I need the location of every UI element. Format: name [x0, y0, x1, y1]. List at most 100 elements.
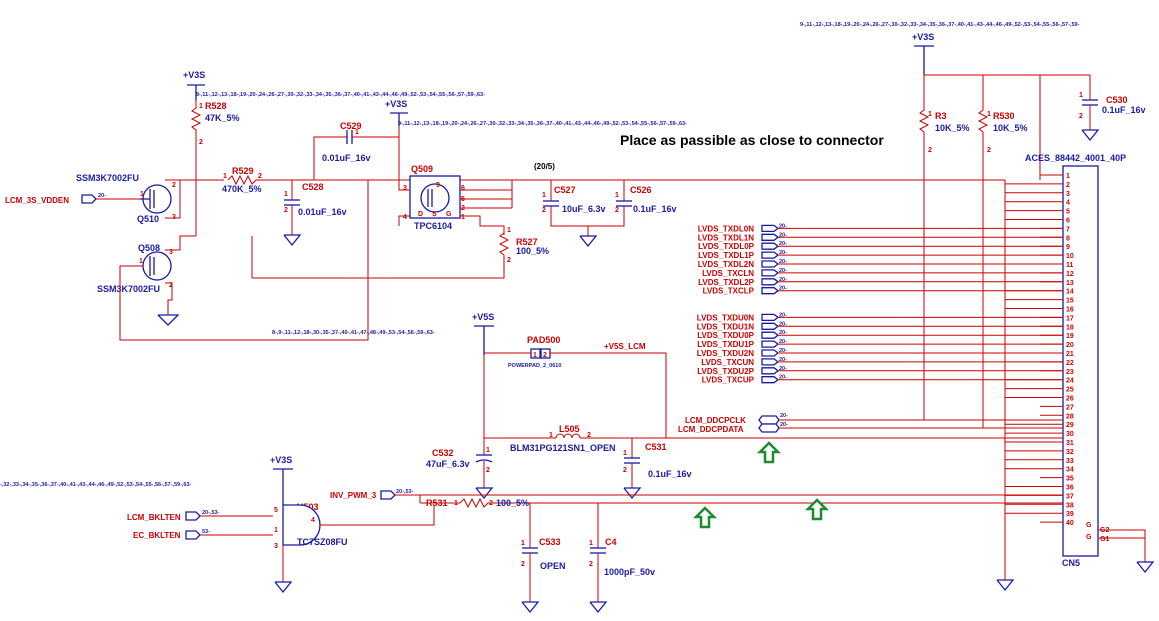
cn5-pin-number: 14	[1066, 289, 1074, 296]
cn5-pin: 35	[1040, 476, 1074, 483]
svg-text:1: 1	[987, 111, 991, 118]
svg-text:2: 2	[486, 467, 490, 474]
offpage-ref: 20-	[779, 277, 787, 283]
c529-capacitor: C529 1 0.01uF_16v	[313, 121, 400, 180]
l505-inductor: L505 1 2 BLM31PG121SN1_OPEN	[510, 424, 616, 453]
lvds-signal-label: LVDS_TXCUN	[701, 358, 754, 367]
lcm-ddcpclk-port: LCM_DDCPCLK 20-	[685, 413, 1063, 425]
cn5-pin: 1	[1040, 173, 1070, 180]
r529-resistor: R529 1 2 470K_5%	[222, 166, 262, 194]
cn5-pin: 12	[1040, 271, 1074, 278]
u503-and-gate: U503 5 1 3 4 TC7SZ08FU	[274, 502, 435, 594]
offpage-ref: 20-	[779, 312, 787, 318]
svg-text:1: 1	[1079, 92, 1083, 99]
cn5-pin-number: 18	[1066, 324, 1074, 331]
lvds-signal-label: LVDS_TXDU1N	[697, 322, 754, 331]
cn5-pin-number: 11	[1066, 262, 1074, 269]
svg-text:1: 1	[355, 129, 359, 136]
svg-text:1: 1	[140, 191, 144, 198]
svg-text:100_5%: 100_5%	[516, 246, 549, 256]
c4-capacitor: 1 2 C4 1000pF_50v	[589, 503, 655, 614]
lvds-signal-label: LVDS_TXDU1P	[697, 340, 754, 349]
cn5-pin: 20	[1040, 342, 1074, 349]
svg-text:47uF_6.3v: 47uF_6.3v	[426, 459, 470, 469]
cn5-pin-number: 36	[1066, 485, 1074, 492]
svg-text:1000pF_50v: 1000pF_50v	[604, 567, 655, 577]
svg-text:G: G	[1086, 522, 1092, 529]
cn5-pin-number: 5	[1066, 209, 1070, 216]
lcm-3s-vdden-port: LCM_3S_VDDEN 20-	[5, 193, 140, 205]
svg-text:C526: C526	[630, 185, 652, 195]
power-rail-v3s-bottom: +V3S	[270, 455, 293, 505]
offpage-ref: 20-	[779, 375, 787, 381]
cn5-pin: 32	[1040, 449, 1074, 456]
cn5-pin: 19	[1040, 333, 1074, 340]
power-rail-v3s-right: +V3S	[912, 32, 934, 75]
r530-resistor: 1 R530 10K_5% 2	[977, 75, 1028, 428]
offpage-ref: 20-	[779, 321, 787, 327]
svg-text:C530: C530	[1106, 95, 1128, 105]
svg-text:0.1uF_16v: 0.1uF_16v	[1102, 105, 1146, 115]
lvds-signal-label: LVDS_TXDU2N	[697, 349, 754, 358]
cn5-pin-number: 32	[1066, 449, 1074, 456]
c530-capacitor: 1 2 C530 0.1uF_16v	[1079, 75, 1146, 142]
svg-text:1: 1	[623, 450, 627, 457]
cn5-pin-number: 33	[1066, 458, 1074, 465]
cn5-pin-number: 23	[1066, 369, 1074, 376]
note-20-5: (20/5)	[534, 162, 555, 171]
svg-text:C529: C529	[340, 121, 362, 131]
svg-text:C528: C528	[302, 182, 324, 192]
svg-text:53-: 53-	[202, 529, 210, 535]
cn5-pin: 6	[1040, 218, 1070, 225]
lvds-signal-label: LVDS_TXCUP	[702, 376, 755, 385]
cn5-pin-number: 12	[1066, 271, 1074, 278]
cn5-pin: 9	[1040, 244, 1070, 251]
cn5-pin-number: 30	[1066, 431, 1074, 438]
lvds-signal-port: LVDS_TXCUP 20-	[702, 375, 1063, 385]
ec-bklten-port: EC_BKLTEN 53-	[133, 529, 273, 540]
cn5-pin: 36	[1040, 485, 1074, 492]
svg-text:EC_BKLTEN: EC_BKLTEN	[133, 531, 181, 540]
cn5-pin: 8	[1040, 235, 1070, 242]
lvds-signal-label: LVDS_TXDL2P	[698, 278, 755, 287]
svg-text:C533: C533	[539, 537, 561, 547]
cn5-pin-number: 2	[1066, 182, 1070, 189]
cn5-pin: 17	[1040, 315, 1074, 322]
offpage-ref: 20-	[779, 348, 787, 354]
svg-text:D: D	[418, 211, 423, 218]
svg-text:470K_5%: 470K_5%	[222, 184, 262, 194]
pad500-powerpad: PAD500 1 2 POWERPAD_2_0610	[484, 335, 667, 438]
lvds-signal-label: LVDS_TXDL1N	[698, 233, 755, 242]
cn5-pin: 14	[1040, 289, 1074, 296]
svg-text:10K_5%: 10K_5%	[935, 123, 970, 133]
lvds-signal-label: LVDS_TXDU2P	[697, 367, 754, 376]
svg-text:20-: 20-	[98, 193, 106, 199]
svg-text:4: 4	[311, 517, 315, 524]
svg-text:R529: R529	[232, 166, 254, 176]
cn5-pin: 38	[1040, 502, 1074, 509]
cn5-pin: 4	[1040, 200, 1070, 207]
svg-text:47K_5%: 47K_5%	[205, 113, 240, 123]
svg-text:2: 2	[507, 257, 511, 264]
svg-text:Q510: Q510	[137, 214, 159, 224]
svg-text:1: 1	[589, 540, 593, 547]
offpage-ref: 20-	[779, 259, 787, 265]
svg-text:+V3S: +V3S	[270, 455, 292, 465]
lcm-ddcpdata-port: LCM_DDCPDATA 20-	[678, 422, 1063, 434]
svg-text:1: 1	[615, 192, 619, 199]
cn5-pin-number: 34	[1066, 467, 1074, 474]
green-arrow-up-icon	[692, 506, 718, 529]
cn5-pin-number: 37	[1066, 493, 1074, 500]
svg-text:20-: 20-	[780, 422, 788, 428]
svg-text:2: 2	[589, 561, 593, 568]
svg-text:10uF_6.3v: 10uF_6.3v	[562, 204, 606, 214]
svg-text:L505: L505	[559, 424, 580, 434]
c532-capacitor: 1 2 C532 47uF_6.3v	[426, 438, 494, 500]
